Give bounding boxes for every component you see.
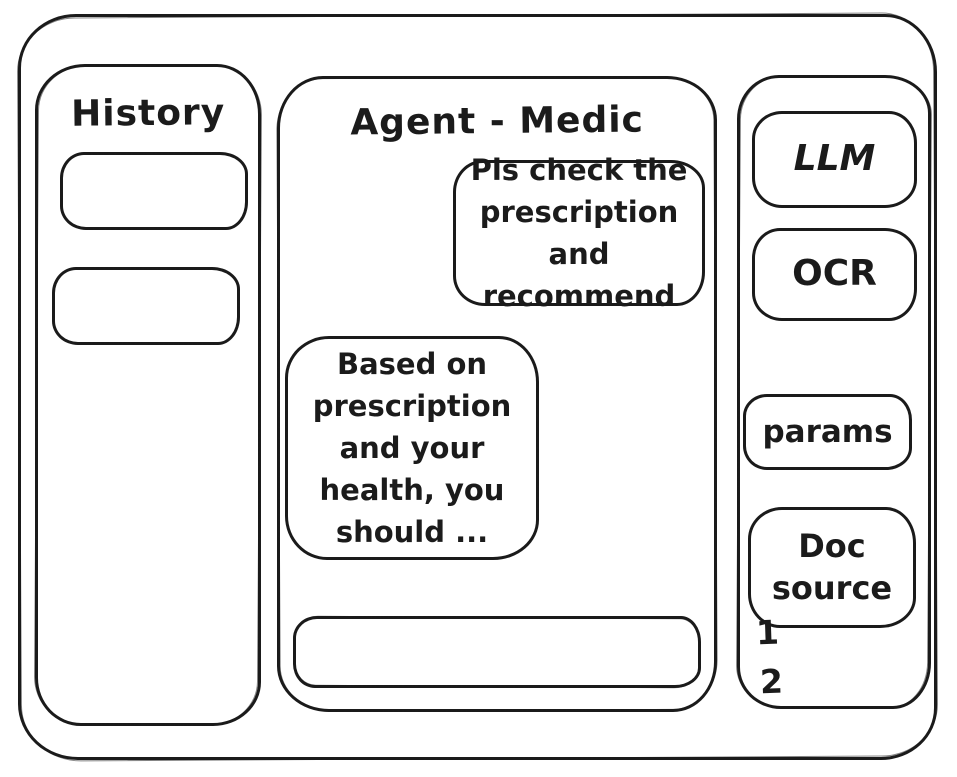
message-input[interactable] (296, 619, 698, 685)
doc-source-item[interactable]: 2 (759, 661, 784, 702)
doc-source-button[interactable]: Doc source (748, 507, 916, 628)
params-button[interactable]: params (743, 394, 912, 470)
doc-source-item[interactable]: 1 (755, 612, 780, 653)
history-panel: History (35, 64, 261, 726)
chat-title: Agent - Medic (350, 99, 645, 144)
llm-button[interactable]: LLM (752, 111, 917, 208)
agent-message-bubble: Based on prescription and your health, y… (285, 336, 539, 560)
app-window: History Agent - Medic Pls check the pres… (18, 14, 937, 760)
user-message-bubble: Pls check the prescription and recommend (453, 153, 705, 313)
tools-panel: LLM OCR params Doc source 1 2 (737, 75, 931, 709)
history-title: History (70, 92, 226, 135)
history-item[interactable] (60, 152, 248, 230)
history-item[interactable] (52, 267, 240, 345)
chat-panel: Agent - Medic Pls check the prescription… (277, 76, 717, 712)
ocr-button[interactable]: OCR (752, 228, 917, 321)
message-input-box (293, 616, 701, 688)
